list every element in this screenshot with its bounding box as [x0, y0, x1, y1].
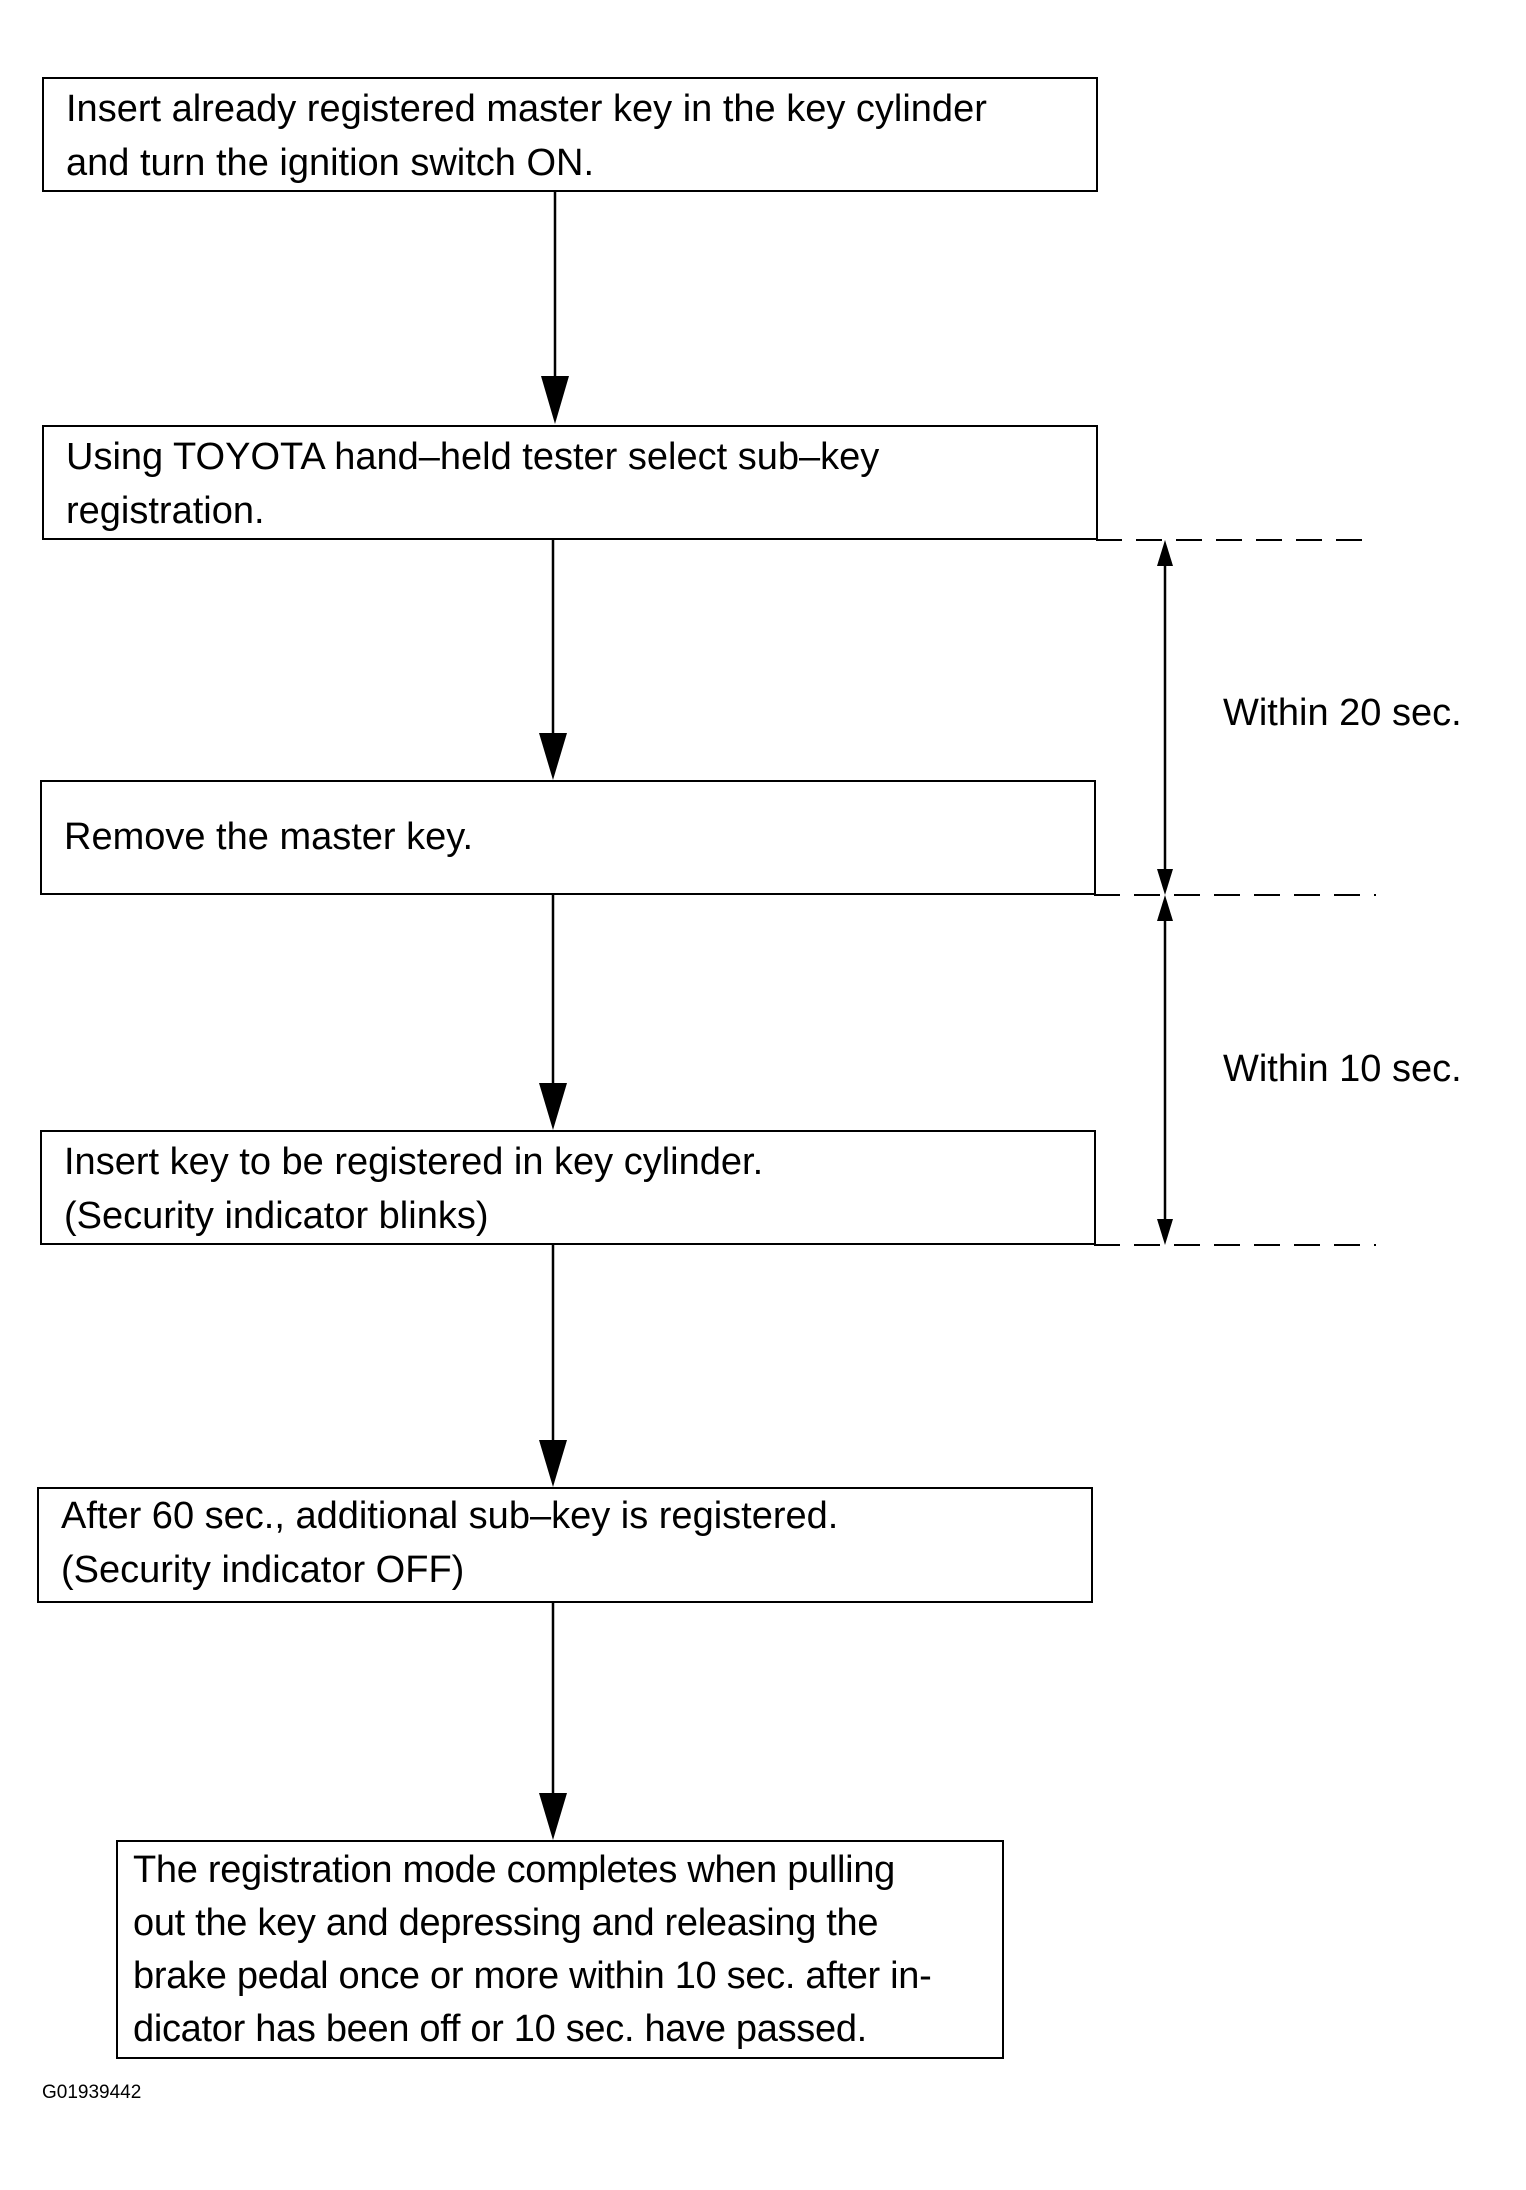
step-text-line: registration. [66, 490, 265, 532]
figure-code: G01939442 [42, 2082, 142, 2103]
step-text-line: After 60 sec., additional sub–key is reg… [61, 1495, 839, 1537]
step-text-line: (Security indicator blinks) [64, 1195, 489, 1237]
step-select-registration: Using TOYOTA hand–held tester select sub… [42, 425, 1098, 540]
step-remove-master-key: Remove the master key. [40, 780, 1096, 895]
step-text-line: and turn the ignition switch ON. [66, 142, 595, 184]
step-registration-complete: The registration mode completes when pul… [116, 1840, 1004, 2059]
final-text-line: brake pedal once or more within 10 sec. … [133, 1955, 932, 1997]
timing-arrowhead-10-down [1157, 1219, 1173, 1245]
arrowhead-5 [539, 1440, 567, 1487]
step-text-line: (Security indicator OFF) [61, 1549, 465, 1591]
arrowhead-6 [539, 1793, 567, 1840]
step-sub-key-registered: After 60 sec., additional sub–key is reg… [37, 1487, 1093, 1603]
arrowhead-2 [541, 376, 569, 424]
timing-label-20-sec: Within 20 sec. [1223, 692, 1462, 734]
timing-arrowhead-10-up [1157, 895, 1173, 921]
final-text-line: out the key and depressing and releasing… [133, 1902, 879, 1944]
final-text-line: The registration mode completes when pul… [133, 1849, 895, 1891]
final-text-line: dicator has been off or 10 sec. have pas… [133, 2008, 867, 2050]
step-insert-master-key: Insert already registered master key in … [42, 77, 1098, 192]
step-text-line: Using TOYOTA hand–held tester select sub… [66, 436, 880, 478]
step-insert-new-key: Insert key to be registered in key cylin… [40, 1130, 1096, 1245]
timing-arrowhead-20-down [1157, 869, 1173, 895]
arrowhead-3 [539, 733, 567, 780]
step-text-line: Insert already registered master key in … [66, 88, 987, 130]
timing-arrowhead-20-up [1157, 540, 1173, 566]
step-text-line: Insert key to be registered in key cylin… [64, 1141, 764, 1183]
arrowhead-4 [539, 1083, 567, 1130]
timing-label-10-sec: Within 10 sec. [1223, 1048, 1462, 1090]
step-text-line: Remove the master key. [64, 816, 474, 858]
